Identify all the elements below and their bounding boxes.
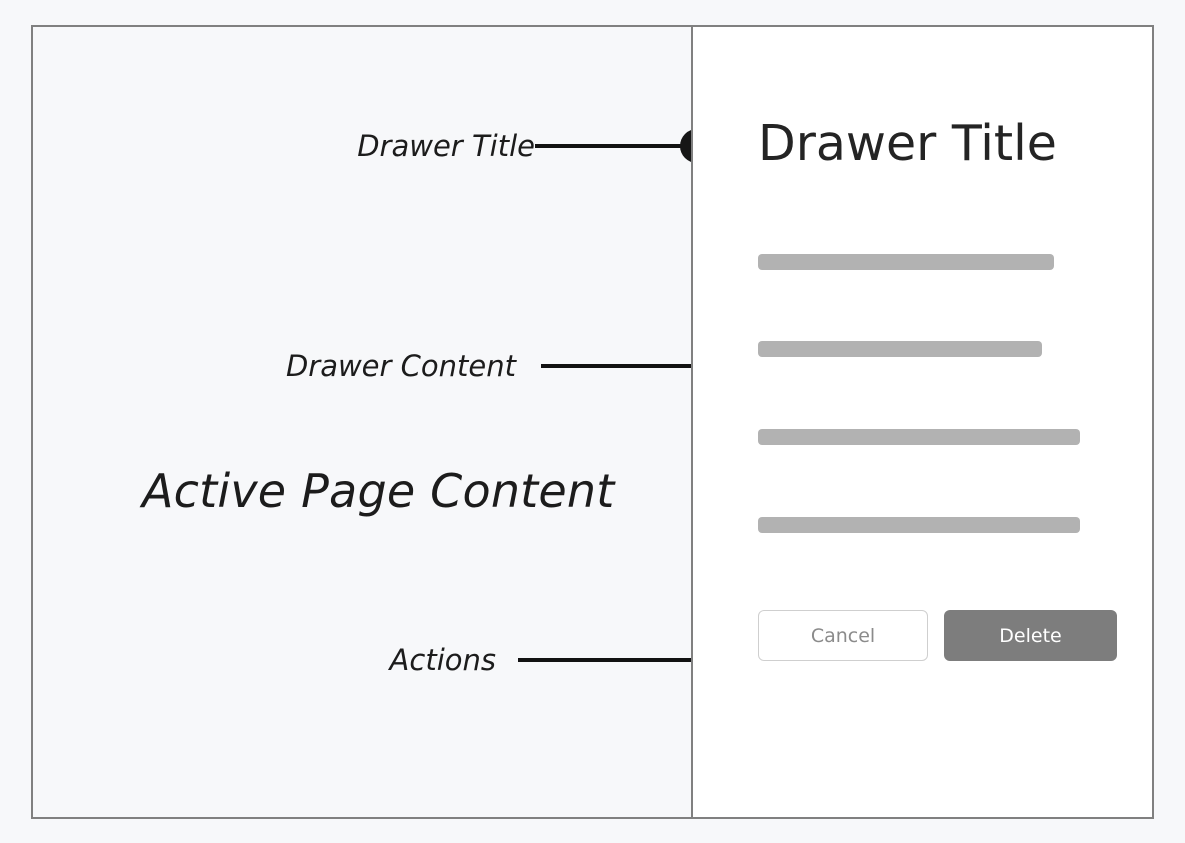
leader-line-icon — [535, 144, 682, 148]
delete-button[interactable]: Delete — [944, 610, 1117, 661]
annotation-actions-label: Actions — [389, 643, 496, 677]
leader-line-icon — [541, 364, 709, 368]
drawer-content-line-2 — [758, 341, 1042, 357]
active-page-content-label: Active Page Content — [142, 464, 615, 518]
app-frame: Active Page Content Drawer Title Drawer … — [31, 25, 1154, 819]
drawer-title: Drawer Title — [758, 115, 1057, 172]
annotation-actions: Actions — [383, 642, 738, 678]
drawer-content-line-1 — [758, 254, 1054, 270]
leader-line-icon — [518, 658, 706, 662]
panel-divider — [691, 27, 693, 817]
drawer-panel: Drawer Title Cancel Delete — [693, 27, 1152, 817]
active-page-area: Active Page Content Drawer Title Drawer … — [33, 27, 741, 817]
drawer-content-line-4 — [758, 517, 1080, 533]
annotation-drawer-content: Drawer Content — [238, 348, 741, 384]
drawer-content-line-3 — [758, 429, 1080, 445]
cancel-button[interactable]: Cancel — [758, 610, 928, 661]
annotation-drawer-title-label: Drawer Title — [357, 129, 535, 163]
annotation-drawer-content-label: Drawer Content — [285, 349, 516, 383]
drawer-actions-row: Cancel Delete — [758, 610, 1117, 661]
annotation-drawer-title: Drawer Title — [313, 128, 714, 164]
